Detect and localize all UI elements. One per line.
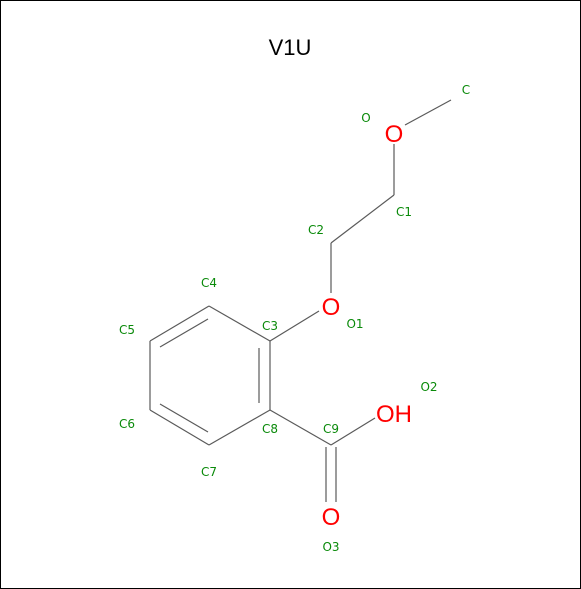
label-c5: C5 <box>119 323 135 337</box>
molecule-title: V1U <box>269 35 312 60</box>
bond-c7-c8 <box>208 409 271 446</box>
label-c8: C8 <box>262 422 278 436</box>
atom-oxygen-o3: O <box>322 504 341 531</box>
bond-c9-o2 <box>330 417 376 446</box>
label-o1: O1 <box>346 317 363 331</box>
bond-o1-c3 <box>269 310 320 342</box>
label-c2: C2 <box>308 223 324 237</box>
bond-c6-c7 <box>149 409 210 446</box>
label-c1: C1 <box>396 205 412 219</box>
atom-oxygen-o1: O <box>322 294 341 321</box>
label-o: O <box>361 111 370 125</box>
label-c4: C4 <box>201 276 217 290</box>
atom-hydroxyl: OH <box>376 401 412 428</box>
atom-labels: C O C1 C2 O1 C3 C4 C5 C6 C7 C8 C9 O2 O3 <box>119 83 470 554</box>
bond-c4-c5 <box>149 305 210 342</box>
bond-c-o <box>404 99 452 126</box>
label-c9: C9 <box>323 422 339 436</box>
label-c7: C7 <box>201 465 217 479</box>
bond-c3-c4 <box>208 305 271 342</box>
label-c6: C6 <box>119 417 135 431</box>
atom-oxygen-ether-top: O <box>385 121 404 148</box>
bond-c1-c2 <box>330 194 395 244</box>
label-c: C <box>462 83 470 97</box>
label-o2: O2 <box>420 380 437 394</box>
bond-c6-c7-inner <box>159 403 209 433</box>
label-o3: O3 <box>322 540 339 554</box>
bond-c4-c5-inner <box>159 318 209 348</box>
bond-c8-c9 <box>269 409 332 446</box>
label-c3: C3 <box>262 319 278 333</box>
bonds <box>149 99 452 502</box>
